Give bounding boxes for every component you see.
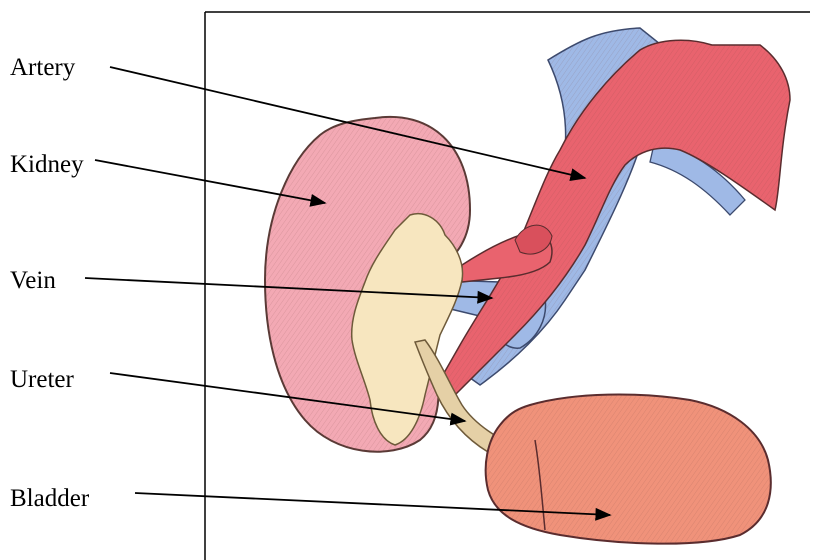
label-kidney: Kidney [10, 152, 84, 177]
bladder-illustration [486, 395, 771, 544]
artery-illustration [440, 40, 790, 395]
label-ureter: Ureter [10, 367, 74, 392]
label-vein: Vein [10, 268, 56, 293]
label-artery: Artery [10, 55, 75, 80]
label-bladder: Bladder [10, 486, 89, 511]
